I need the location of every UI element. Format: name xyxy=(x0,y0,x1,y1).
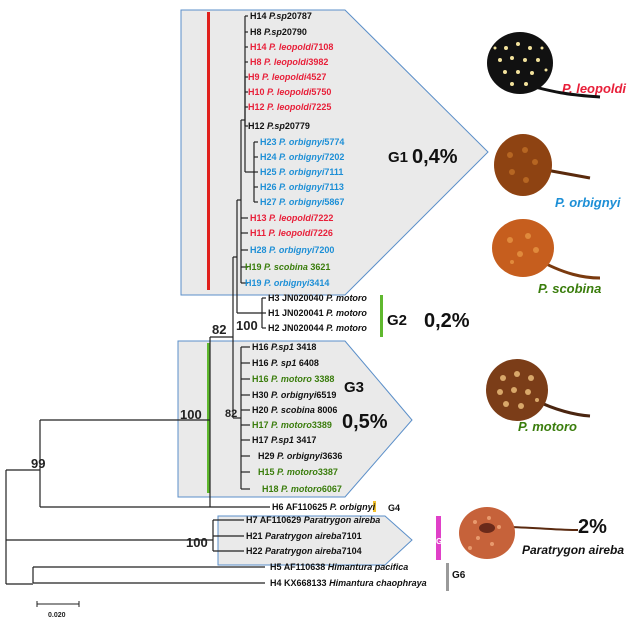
clade-g1-shape xyxy=(180,9,489,296)
species-label-orbignyi: P. orbignyi xyxy=(555,195,621,210)
tip-label: H3 JN020040 P. motoro xyxy=(268,293,367,303)
bootstrap-label: 82 xyxy=(212,322,226,337)
tip-label: H29 P. orbignyi3636 xyxy=(258,451,342,461)
group-label-g4: G4 xyxy=(388,503,400,513)
tip-label: H19 P. scobina 3621 xyxy=(245,262,330,272)
group-labels: G1 0,4% G2 0,2% G3 0,5% G4 G5 G6 xyxy=(342,146,470,581)
tip-label: H16 P.sp1 3418 xyxy=(252,342,316,352)
tip-label: H18 P. motoro6067 xyxy=(262,484,342,494)
bootstrap-label: 100 xyxy=(236,318,258,333)
clade-g3-shape xyxy=(177,340,413,498)
g2-bar xyxy=(380,295,383,337)
tree-branches xyxy=(5,15,270,585)
tip-label: H2 JN020044 P. motoro xyxy=(268,323,367,333)
scale-bar: 0.020 xyxy=(36,601,80,619)
bootstrap-label: 100 xyxy=(180,407,202,422)
clade-g5-shape xyxy=(217,515,413,566)
tip-label: H7 AF110629 Paratrygon aireba xyxy=(246,515,380,525)
tip-label: H12 P.sp20779 xyxy=(248,121,310,131)
tip-label: H23 P. orbignyi5774 xyxy=(260,137,344,147)
group-label-g6: G6 xyxy=(452,570,466,581)
tip-label: H8 P. leopoldi3982 xyxy=(250,57,328,67)
tip-label: H1 JN020041 P. motoro xyxy=(268,308,367,318)
g4-bar xyxy=(373,501,376,512)
group-label-g1: G1 xyxy=(388,149,408,166)
aireba-ray-illustration xyxy=(459,507,579,559)
tip-label: H14 P. leopoldi7108 xyxy=(250,42,333,52)
tip-label: H30 P. orbignyi6519 xyxy=(252,390,336,400)
tip-label: H9 P. leopoldi4527 xyxy=(248,72,326,82)
tip-label: H8 P.sp20790 xyxy=(250,27,307,37)
group-pct-g3: 0,5% xyxy=(342,411,388,433)
tip-label: H28 P. orbignyi7200 xyxy=(250,245,334,255)
tip-label: H10 P. leopoldi5750 xyxy=(248,87,331,97)
tip-label: H5 AF110638 Himantura pacifica xyxy=(270,562,408,572)
bootstrap-label: 100 xyxy=(186,535,208,550)
species-pct-aireba: 2% xyxy=(578,516,607,538)
group-label-g3: G3 xyxy=(344,379,364,396)
tip-label: H25 P. orbignyi7111 xyxy=(260,167,343,177)
species-labels: P. leopoldi P. orbignyi P. scobina P. mo… xyxy=(518,81,626,557)
tip-label: H26 P. orbignyi7113 xyxy=(260,182,344,192)
group-label-g2: G2 xyxy=(387,312,407,329)
tip-label: H17 P. motoro3389 xyxy=(252,420,332,430)
species-label-scobina: P. scobina xyxy=(538,281,601,296)
tip-label: H11 P. leopoldi7226 xyxy=(250,228,333,238)
group-pct-g2: 0,2% xyxy=(424,310,470,332)
tip-label: H20 P. scobina 8006 xyxy=(252,405,337,415)
motoro-ray-illustration xyxy=(486,359,591,421)
group-label-g5: G5 xyxy=(436,537,447,546)
tip-label: H15 P. motoro3387 xyxy=(258,467,338,477)
bootstrap-label: 99 xyxy=(31,456,45,471)
tip-label: H21 Paratrygon aireba7101 xyxy=(246,531,362,541)
tip-label: H17 P.sp1 3417 xyxy=(252,435,316,445)
tip-label: H16 P. motoro 3388 xyxy=(252,374,334,384)
tip-label: H22 Paratrygon aireba7104 xyxy=(246,546,362,556)
tip-label: H24 P. orbignyi7202 xyxy=(260,152,344,162)
species-label-motoro: P. motoro xyxy=(518,419,577,434)
group-pct-g1: 0,4% xyxy=(412,146,458,168)
g3-green-bar xyxy=(207,343,210,493)
orbignyi-ray-illustration xyxy=(494,134,591,196)
bootstrap-values: 100 82 100 82 99 100 xyxy=(31,318,258,550)
tip-labels: H14 P.sp20787 H8 P.sp20790 H14 P. leopol… xyxy=(245,11,427,588)
tip-label: H19 P. orbignyi3414 xyxy=(245,278,329,288)
tip-label: H6 AF110625 P. orbignyi xyxy=(272,502,376,512)
scale-bar-label: 0.020 xyxy=(48,612,66,619)
species-label-leopoldi: P. leopoldi xyxy=(562,81,626,96)
g6-bar xyxy=(446,563,449,591)
tip-label: H14 P.sp20787 xyxy=(250,11,312,21)
tip-label: H16 P. sp1 6408 xyxy=(252,358,319,368)
tip-label: H13 P. leopoldi7222 xyxy=(250,213,333,223)
leopoldi-ray-illustration xyxy=(487,32,601,99)
g1-red-bar xyxy=(207,12,210,290)
tip-label: H4 KX668133 Himantura chaophraya xyxy=(270,578,427,588)
scobina-ray-illustration xyxy=(492,219,601,280)
g5-bar xyxy=(436,516,441,560)
tip-label: H12 P. leopoldi7225 xyxy=(248,102,331,112)
species-label-aireba: Paratrygon aireba xyxy=(522,543,624,557)
tip-label: H27 P. orbignyi5867 xyxy=(260,197,344,207)
bootstrap-label: 82 xyxy=(225,408,237,420)
